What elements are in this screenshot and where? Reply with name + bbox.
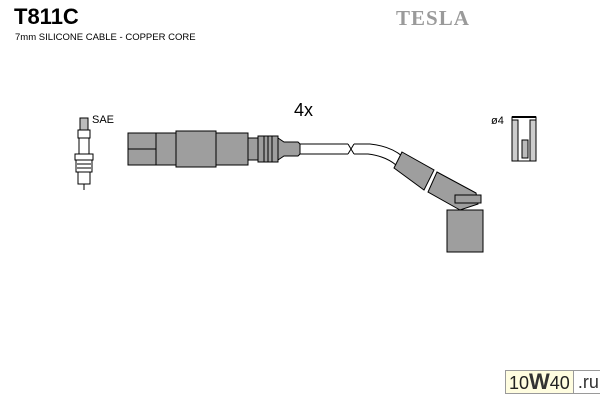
quantity-label: 4x xyxy=(294,100,314,120)
watermark-prefix: 10 xyxy=(509,373,530,393)
spark-plug-type-label: SAE xyxy=(92,114,115,126)
ignition-cable xyxy=(300,143,403,166)
watermark-suffix: 40 xyxy=(549,373,570,393)
terminal-diameter-label: ø4 xyxy=(491,115,504,127)
watermark-domain: .ru xyxy=(572,371,600,393)
watermark-logo: 10W40 .ru xyxy=(505,370,600,394)
spark-plug-icon xyxy=(74,117,94,190)
brand-logo: TESLA xyxy=(396,6,470,30)
cable-description: 7mm SILICONE CABLE - COPPER CORE xyxy=(15,32,196,43)
part-number: T811C xyxy=(14,4,79,29)
watermark-main: 10W40 xyxy=(506,369,573,394)
terminal-detail-icon xyxy=(511,116,537,162)
spark-plug-boot xyxy=(127,130,301,168)
watermark-letter: W xyxy=(529,369,550,394)
coil-end-boot xyxy=(393,151,484,253)
